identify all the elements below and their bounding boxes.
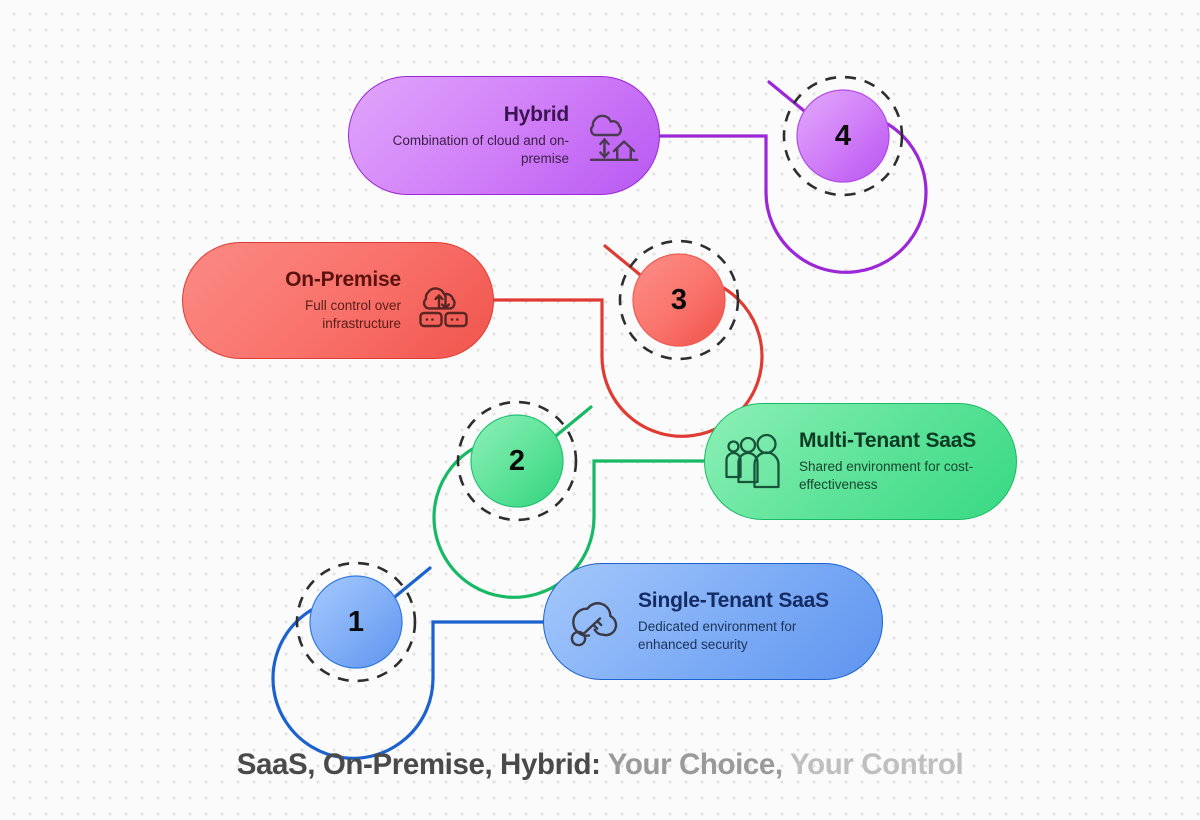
step-1-graphic — [271, 561, 550, 760]
card-hybrid-title: Hybrid — [503, 103, 570, 127]
card-single-tenant-saas[interactable]: Single-Tenant SaaS Dedicated environment… — [543, 563, 883, 680]
users-group-icon — [723, 432, 785, 492]
step-1-number-label: 1 — [347, 606, 365, 638]
card-on-premise-title: On-Premise — [285, 268, 401, 292]
diagram-caption: SaaS, On-Premise, Hybrid: Your Choice, Y… — [0, 748, 1200, 782]
card-hybrid[interactable]: Hybrid Combination of cloud and on-premi… — [348, 76, 660, 195]
card-multi-tenant-saas[interactable]: Multi-Tenant SaaS Shared environment for… — [704, 403, 1017, 520]
cloud-to-house-icon — [581, 105, 639, 167]
caption-segment-2: Your Choice, — [607, 748, 790, 781]
step-4-graphic — [653, 75, 928, 274]
step-2-dashed-ring — [456, 400, 578, 522]
step-4-dashed-ring — [782, 75, 904, 197]
card-multi-tenant-saas-title: Multi-Tenant SaaS — [799, 429, 977, 453]
step-2-number-label: 2 — [508, 445, 526, 477]
card-single-tenant-saas-title: Single-Tenant SaaS — [638, 589, 829, 613]
card-hybrid-texts: Hybrid Combination of cloud and on-premi… — [375, 103, 570, 168]
card-single-tenant-saas-subtitle: Dedicated environment for enhanced secur… — [638, 618, 797, 652]
caption-segment-1: SaaS, On-Premise, Hybrid: — [236, 748, 608, 781]
step-1-dashed-ring — [295, 561, 417, 683]
step-4-number-circle — [796, 89, 890, 183]
cloud-servers-icon — [413, 271, 473, 331]
card-multi-tenant-saas-texts: Multi-Tenant SaaS Shared environment for… — [799, 429, 994, 494]
step-3-number-label: 3 — [670, 284, 688, 316]
step-3-dashed-ring — [618, 239, 740, 361]
cloud-key-icon — [562, 591, 624, 653]
step-1-number-circle — [309, 575, 403, 669]
step-2-number-circle — [470, 414, 564, 508]
card-multi-tenant-saas-subtitle: Shared environment for cost-effectivenes… — [799, 458, 974, 492]
step-1-connector — [431, 620, 550, 680]
step-3-number-circle — [632, 253, 726, 347]
step-3-connector — [487, 298, 604, 358]
step-3-graphic — [487, 239, 764, 438]
step-4-connector — [653, 134, 768, 194]
card-on-premise[interactable]: On-Premise Full control over infrastruct… — [182, 242, 494, 359]
step-2-connector — [592, 459, 711, 519]
step-4-number-label: 4 — [834, 120, 852, 152]
card-on-premise-subtitle: Full control over infrastructure — [304, 297, 401, 331]
card-hybrid-subtitle: Combination of cloud and on-premise — [392, 132, 569, 166]
card-single-tenant-saas-texts: Single-Tenant SaaS Dedicated environment… — [638, 589, 829, 654]
caption-segment-3: Your Control — [790, 748, 964, 781]
card-on-premise-texts: On-Premise Full control over infrastruct… — [251, 268, 401, 333]
